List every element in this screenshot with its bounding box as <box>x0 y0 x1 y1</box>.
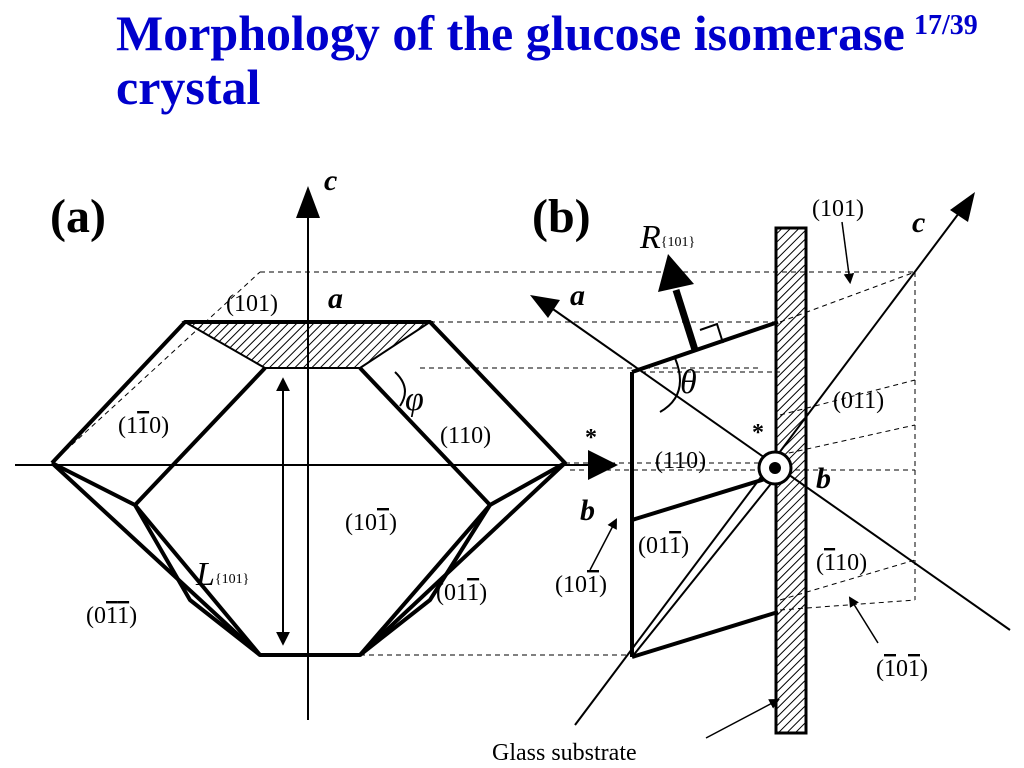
crystal-outline-b <box>630 320 779 659</box>
c-axis-arrow-icon-b <box>950 192 975 222</box>
b-axis-label: b <box>580 494 595 527</box>
panel-b: (b) <box>492 190 1011 766</box>
slide-number: 17/39 <box>914 10 978 41</box>
a-axis-label-b: a <box>570 279 585 312</box>
theta-arc <box>659 357 681 413</box>
face-label-b-1bar10: (110) <box>816 550 867 576</box>
theta-label: θ <box>680 364 697 401</box>
c-axis-arrow-icon <box>296 186 320 218</box>
c-axis-label: c <box>324 164 337 197</box>
phi-arc <box>394 371 406 407</box>
face-101-top <box>181 321 434 369</box>
panel-a-label: (a) <box>50 190 106 243</box>
face-label-b-011bar: (011) <box>638 533 689 559</box>
rate-label: R{101} <box>639 219 695 256</box>
crystal-inner-lines-b <box>631 474 779 658</box>
b-axis-star-b: * <box>752 420 764 446</box>
b-axis-label-b: b <box>816 462 831 495</box>
c-axis-label-b: c <box>912 206 925 239</box>
length-label: L{101} <box>195 556 249 593</box>
face-label-1bar10: (110) <box>118 413 169 439</box>
a-axis-label: a <box>328 282 343 315</box>
phi-label: φ <box>405 381 424 418</box>
face-label-01bar1bar: (011) <box>86 603 137 629</box>
crystal-morphology-diagram: (a) <box>15 164 1011 766</box>
a-axis-arrow-icon-b <box>530 295 560 318</box>
face-label-b-101: (101) <box>812 196 864 222</box>
b-axis-star: * <box>585 425 597 451</box>
face-label-101: (101) <box>226 291 278 317</box>
face-label-b-101bar: (101) <box>555 572 607 598</box>
b-axis-dot <box>769 462 781 474</box>
rate-arrow-head-icon <box>658 254 694 292</box>
glass-substrate-label: Glass substrate <box>492 740 637 766</box>
b-axis-arrow-icon <box>588 450 618 480</box>
panel-b-label: (b) <box>532 190 591 243</box>
face-label-b-1bar01bar: (101) <box>876 656 928 682</box>
face-label-101bar: (101) <box>345 510 397 536</box>
face-label-b-011: (011) <box>833 388 884 414</box>
slide-title: Morphology of the glucose isomerase crys… <box>116 5 905 115</box>
right-angle-mark <box>699 322 724 344</box>
face-label-011bar: (011) <box>436 580 487 606</box>
rate-arrow-shaft <box>672 288 699 352</box>
pointer-arrows <box>589 221 879 739</box>
face-label-110: (110) <box>440 423 491 449</box>
face-label-b-110: (110) <box>655 448 706 474</box>
panel-a: (a) <box>15 164 915 720</box>
crystal-outline <box>50 320 567 657</box>
